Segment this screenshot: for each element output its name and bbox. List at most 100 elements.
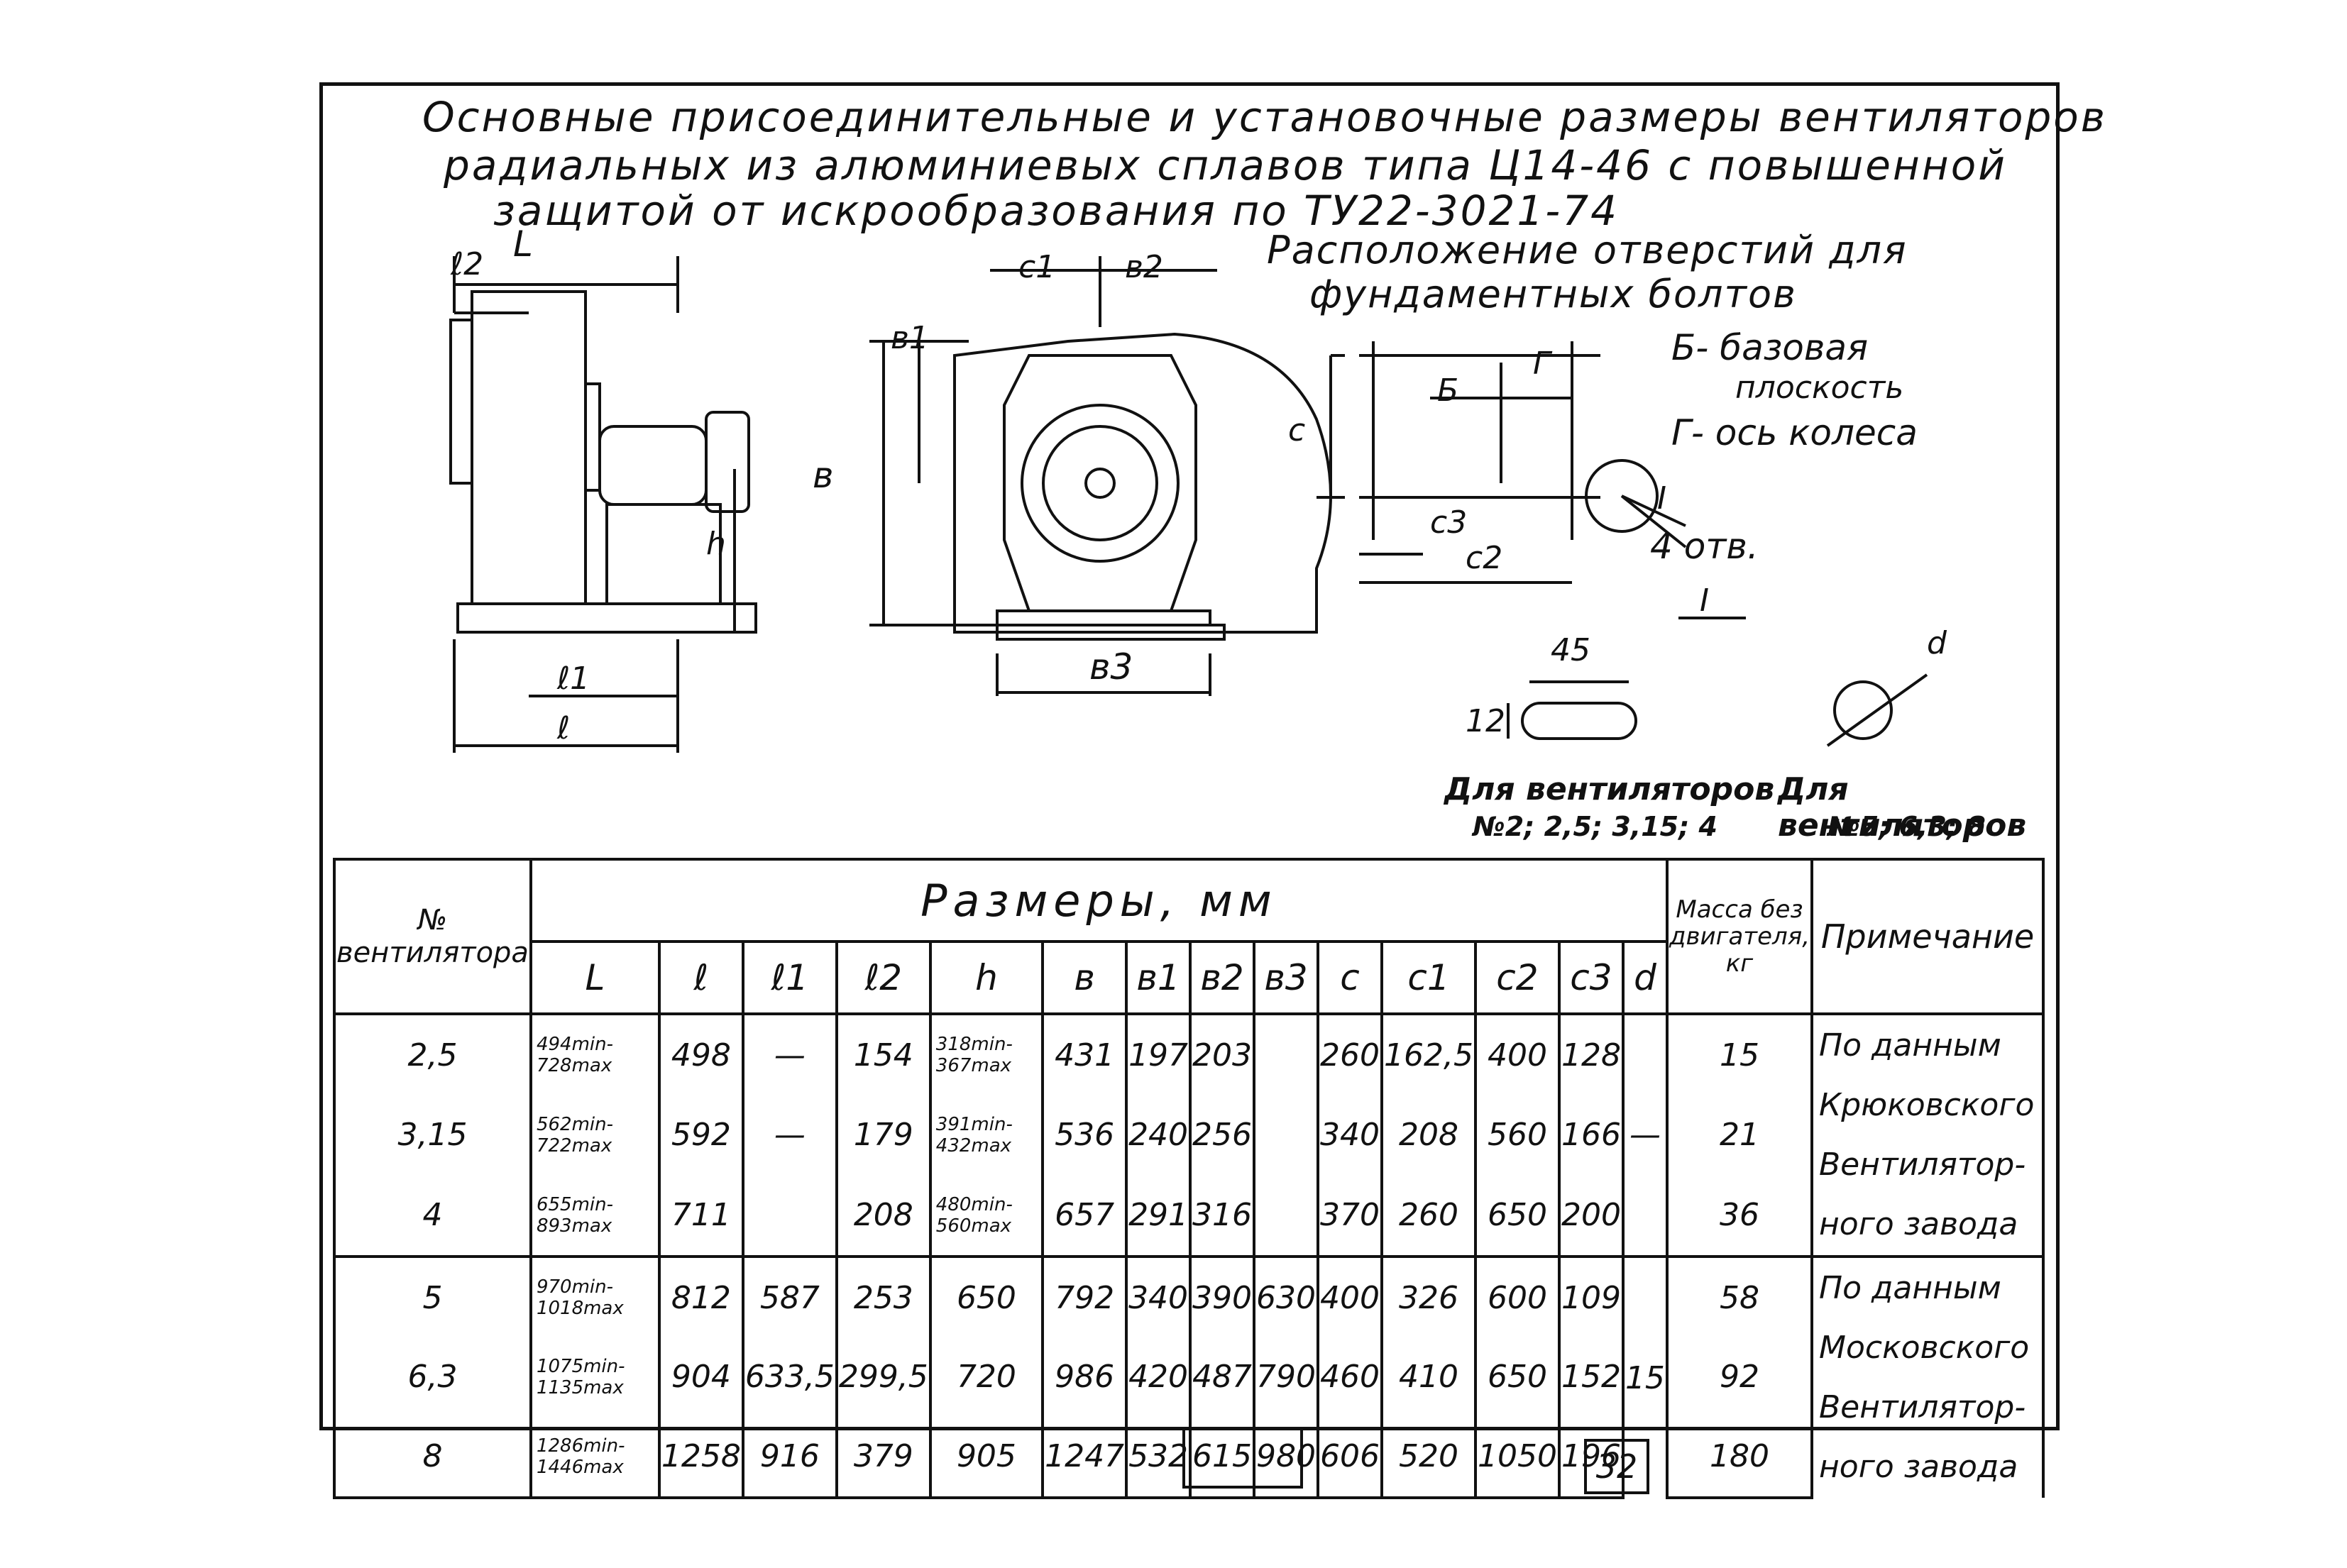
cell-b1: 340 <box>1125 1257 1192 1338</box>
cell-b2: 615 <box>1189 1416 1256 1500</box>
cell-c: 370 <box>1317 1175 1383 1257</box>
side-view <box>449 256 757 753</box>
cell-c: 606 <box>1317 1416 1383 1500</box>
table-row: 5 970min-1018max 812 587 253 650 792 340… <box>333 1257 2045 1498</box>
cell-L: 655min-893max <box>529 1175 661 1257</box>
cell-l: 592 <box>657 1095 744 1176</box>
col-l2: ℓ2 <box>835 940 932 1015</box>
holes-heading-2: фундаментных болтов <box>1309 272 1797 316</box>
cell-l2: 179 <box>835 1095 932 1176</box>
col-c3: с3 <box>1557 940 1625 1015</box>
note-group-1: По данным Крюковского Вентилятор- ного з… <box>1810 1014 2045 1257</box>
cell-c3: 152 <box>1557 1337 1625 1417</box>
cell-c1: 326 <box>1380 1257 1477 1338</box>
note-line: Московского <box>1819 1330 2030 1366</box>
note-line: По данным <box>1819 1027 2001 1064</box>
cell-h: 391min-432max <box>928 1095 1045 1176</box>
holes-heading-1: Расположение отверстий для <box>1267 228 1908 272</box>
cell-c1: 520 <box>1380 1416 1477 1500</box>
header-fan-number: № вентилятора <box>333 858 532 1015</box>
dim-c: с <box>1288 412 1306 448</box>
cell-mass: 15 <box>1665 1014 1814 1095</box>
cell-c2: 650 <box>1473 1337 1561 1417</box>
bolt-holes-plan <box>1317 341 1928 747</box>
dim-b2: в2 <box>1125 249 1163 285</box>
caption-left-1: Для вентиляторов <box>1444 771 1775 807</box>
cell-c2: 650 <box>1473 1175 1561 1257</box>
col-l1: ℓ1 <box>741 940 838 1015</box>
cell-L: 1286min-1446max <box>529 1416 661 1500</box>
dim-L: L <box>513 223 533 265</box>
title-line-2: радиальных из алюминиевых сплавов типа Ц… <box>444 141 2007 189</box>
cell-d <box>1621 1175 1669 1257</box>
col-c1: с1 <box>1380 940 1477 1015</box>
cell-n: 5 <box>333 1257 532 1338</box>
col-c2: с2 <box>1473 940 1561 1015</box>
cell-c3: 166 <box>1557 1095 1625 1176</box>
cell-b3: 790 <box>1253 1337 1320 1417</box>
cell-l2: 208 <box>835 1175 932 1257</box>
cell-c2: 600 <box>1473 1257 1561 1338</box>
cell-b2: 316 <box>1189 1175 1256 1257</box>
table-row: 6,3 1075min-1135max 904 633,5 299,5 720 … <box>333 1337 2043 1417</box>
col-b2: в2 <box>1189 940 1256 1015</box>
cell-l2: 299,5 <box>835 1337 932 1417</box>
dim-c2: с2 <box>1466 540 1503 576</box>
cell-b: 986 <box>1041 1337 1128 1417</box>
cell-b2: 487 <box>1189 1337 1256 1417</box>
table-row: 2,5 494min-728max 498 — 154 318min-367ma… <box>333 1014 2045 1257</box>
cell-c: 340 <box>1317 1095 1383 1176</box>
note-line: По данным <box>1819 1270 2001 1306</box>
dim-l2: ℓ2 <box>451 246 484 282</box>
cell-l1: 916 <box>741 1416 838 1500</box>
cell-l1: — <box>741 1095 838 1176</box>
label-B: Б <box>1437 372 1459 409</box>
cell-b3: 630 <box>1253 1257 1320 1338</box>
cell-b2: 256 <box>1189 1095 1256 1176</box>
cell-n: 4 <box>333 1175 532 1257</box>
cell-c3: 200 <box>1557 1175 1625 1257</box>
col-L: L <box>529 940 661 1015</box>
dim-l1: ℓ1 <box>557 661 590 697</box>
legend-base-plane-2: плоскость <box>1735 370 1904 406</box>
cell-c1: 260 <box>1380 1175 1477 1257</box>
cell-c1: 208 <box>1380 1095 1477 1176</box>
dim-h: h <box>706 526 726 562</box>
note-line: Вентилятор- <box>1819 1147 2026 1183</box>
slot-length: 45 <box>1551 632 1590 668</box>
cell-mass: 180 <box>1665 1416 1814 1500</box>
dim-c3: с3 <box>1430 504 1468 541</box>
note-line: ного завода <box>1819 1449 2018 1485</box>
cell-c3: 196 <box>1557 1416 1625 1500</box>
caption-right-1: Для вентиляторов <box>1778 771 2027 844</box>
cell-d: — <box>1621 1095 1669 1176</box>
note-line: Вентилятор- <box>1819 1389 2026 1425</box>
cell-l2: 253 <box>835 1257 932 1338</box>
header-mass: Масса без двигателя, кг <box>1665 858 1814 1015</box>
cell-b1: 240 <box>1125 1095 1192 1176</box>
cell-n: 2,5 <box>333 1014 532 1095</box>
cell-L: 970min-1018max <box>529 1257 661 1338</box>
cell-c3: 109 <box>1557 1257 1625 1338</box>
col-b: в <box>1041 940 1128 1015</box>
cell-b3 <box>1253 1014 1320 1095</box>
cell-b3 <box>1253 1095 1320 1176</box>
cell-l2: 379 <box>835 1416 932 1500</box>
label-G: Г <box>1533 346 1551 382</box>
cell-h: 720 <box>928 1337 1045 1417</box>
hole-diameter: d <box>1927 625 1947 661</box>
cell-h: 318min-367max <box>928 1014 1045 1095</box>
cell-h: 480min-560max <box>928 1175 1045 1257</box>
cell-b: 536 <box>1041 1095 1128 1176</box>
legend-wheel-axis: Г- ось колеса <box>1671 412 1918 453</box>
cell-L: 1075min-1135max <box>529 1337 661 1417</box>
table-row: 4 655min-893max 711 208 480min-560max 65… <box>333 1175 2043 1257</box>
cell-b3: 980 <box>1253 1416 1320 1500</box>
cell-c1: 410 <box>1380 1337 1477 1417</box>
cell-c2: 560 <box>1473 1095 1561 1176</box>
cell-mass: 58 <box>1665 1257 1814 1338</box>
header-note: Примечание <box>1810 858 2045 1015</box>
drawing-frame: Основные присоединительные и установочны… <box>319 82 2105 1500</box>
cell-b2: 390 <box>1189 1257 1256 1338</box>
slot-width: 12 <box>1466 703 1505 739</box>
